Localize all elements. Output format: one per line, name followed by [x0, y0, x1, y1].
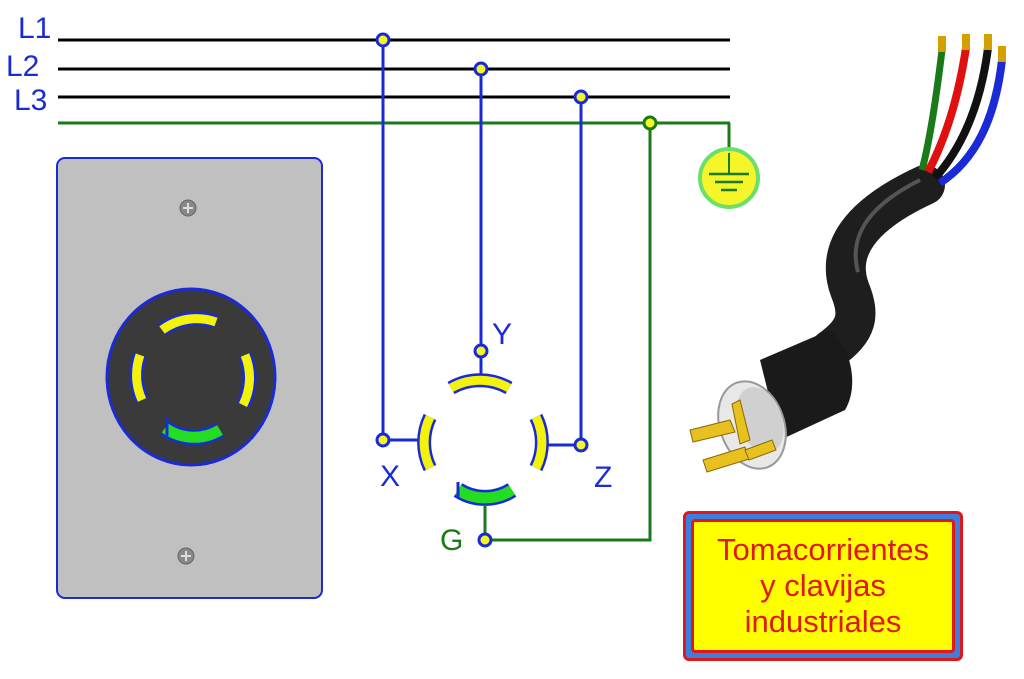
wire-z: [546, 97, 583, 447]
terminal-node-x: [375, 432, 391, 448]
screw-icon: [177, 547, 195, 565]
node-ground: [642, 115, 658, 131]
terminal-node-y: [473, 343, 489, 359]
node-l2: [473, 61, 489, 77]
terminal-node-g: [477, 532, 493, 548]
title-box: Tomacorrientes y clavijas industriales: [683, 511, 963, 661]
wall-plate: [56, 157, 323, 599]
title-line-2: y clavijas: [760, 568, 886, 603]
label-l3: L3: [14, 84, 47, 117]
screw-icon: [179, 199, 197, 217]
receptacle: [105, 287, 277, 467]
label-l1: L1: [18, 12, 51, 45]
title-inner: Tomacorrientes y clavijas industriales: [691, 519, 955, 653]
label-x: X: [380, 460, 400, 493]
title-line-1: Tomacorrientes: [717, 532, 929, 567]
wire-x: [381, 40, 420, 442]
ground-symbol-icon: [698, 147, 760, 209]
terminal-node-z: [573, 437, 589, 453]
label-g: G: [440, 524, 463, 557]
label-z: Z: [594, 461, 612, 494]
plug-cable-icon: [689, 34, 1006, 473]
wire-g: [483, 123, 652, 542]
node-l3: [573, 89, 589, 105]
label-y: Y: [492, 318, 512, 351]
node-l1: [375, 32, 391, 48]
schematic-contacts: [417, 373, 549, 506]
label-l2: L2: [6, 50, 39, 83]
title-line-3: industriales: [744, 604, 902, 639]
